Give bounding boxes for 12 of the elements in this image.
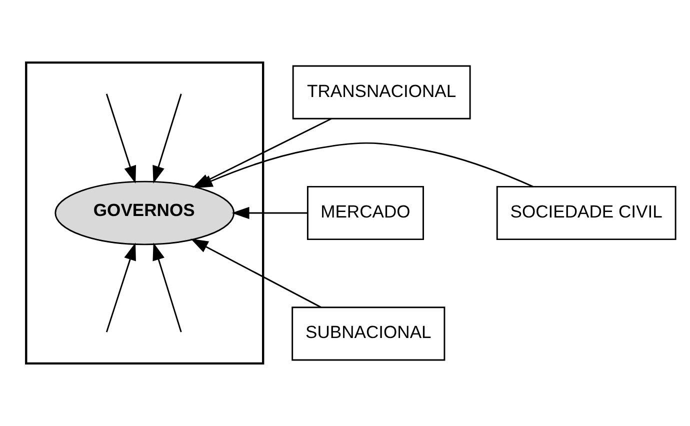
arrow: [152, 94, 182, 184]
node-box: MERCADO: [306, 186, 424, 240]
node-box: TRANSNACIONAL: [292, 65, 471, 120]
arrow: [152, 242, 182, 332]
arrow: [106, 242, 136, 332]
node-ellipse: GOVERNOS: [54, 180, 235, 246]
arrow: [232, 206, 308, 220]
arrow: [106, 94, 136, 184]
arrow: [190, 238, 322, 308]
node-box: SOCIEDADE CIVIL: [496, 186, 676, 240]
node-box: SUBNACIONAL: [292, 306, 446, 361]
cluster: [25, 61, 264, 365]
